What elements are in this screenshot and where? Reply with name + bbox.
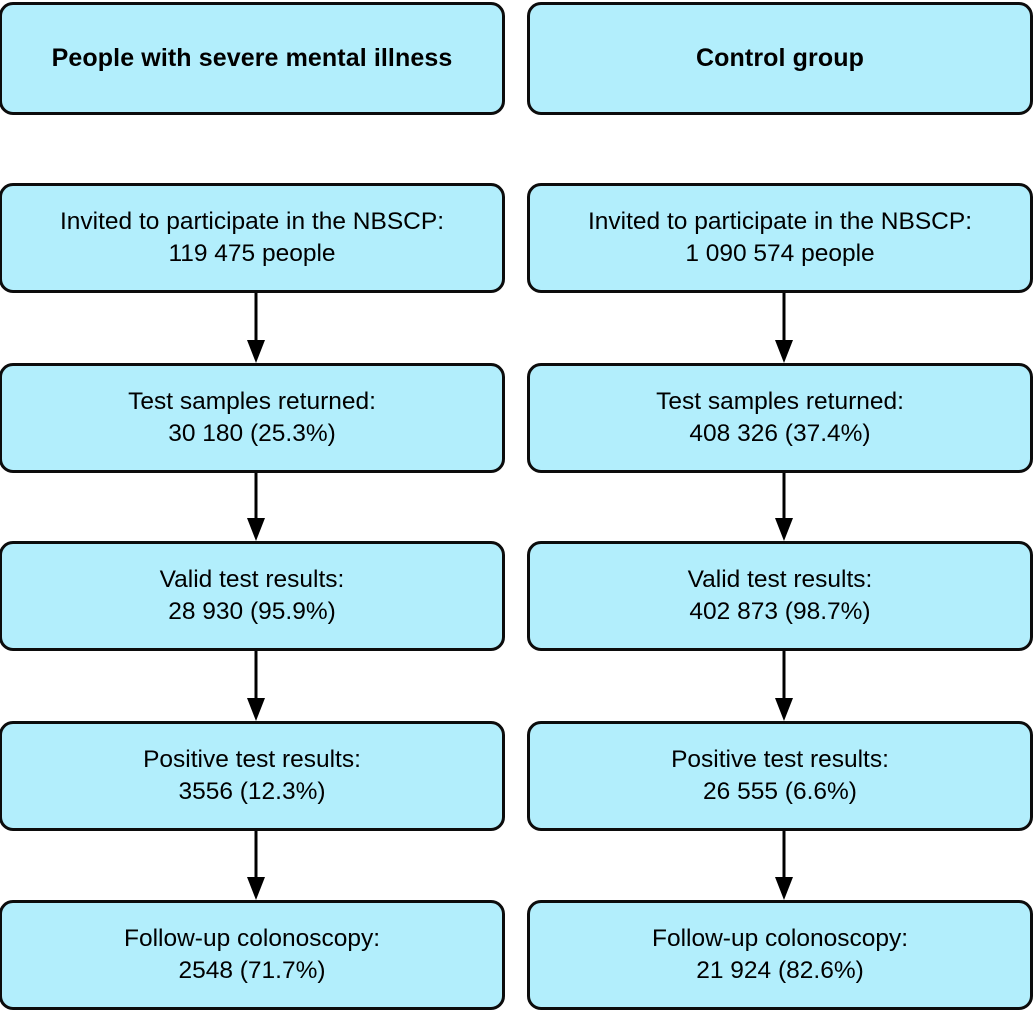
- node-samples-returned-left: Test samples returned: 30 180 (25.3%): [0, 363, 505, 473]
- node-value: 21 924 (82.6%): [696, 957, 864, 984]
- node-label: Invited to participate in the NBSCP:: [59, 208, 445, 236]
- node-value: 1 090 574 people: [685, 240, 875, 267]
- node-label: Test samples returned:: [128, 388, 376, 416]
- node-valid-results-right: Valid test results: 402 873 (98.7%): [527, 541, 1033, 651]
- node-label: Follow-up colonoscopy:: [123, 925, 381, 953]
- node-value: 2548 (71.7%): [178, 957, 326, 984]
- column-severe-mental-illness: People with severe mental illness Invite…: [0, 0, 507, 1015]
- arrow-invited-to-returned-left: [245, 293, 267, 363]
- node-value: 30 180 (25.3%): [168, 420, 336, 447]
- column-header-control-group: Control group: [527, 2, 1033, 115]
- arrow-positive-to-colonoscopy-left: [245, 831, 267, 900]
- node-positive-results-right: Positive test results: 26 555 (6.6%): [527, 721, 1033, 831]
- node-label: Test samples returned:: [656, 388, 904, 416]
- node-label: Valid test results:: [687, 566, 873, 594]
- node-value: 3556 (12.3%): [178, 778, 326, 805]
- column-header-label: Control group: [696, 44, 864, 73]
- column-header-severe-mental-illness: People with severe mental illness: [0, 2, 505, 115]
- arrow-valid-to-positive-left: [245, 651, 267, 721]
- arrow-valid-to-positive-right: [773, 651, 795, 721]
- column-control-group: Control group Invited to participate in …: [527, 0, 1034, 1015]
- node-valid-results-left: Valid test results: 28 930 (95.9%): [0, 541, 505, 651]
- arrow-invited-to-returned-right: [773, 293, 795, 363]
- node-colonoscopy-right: Follow-up colonoscopy: 21 924 (82.6%): [527, 900, 1033, 1010]
- node-value: 26 555 (6.6%): [703, 778, 857, 805]
- node-invited-right: Invited to participate in the NBSCP: 1 0…: [527, 183, 1033, 293]
- node-samples-returned-right: Test samples returned: 408 326 (37.4%): [527, 363, 1033, 473]
- node-positive-results-left: Positive test results: 3556 (12.3%): [0, 721, 505, 831]
- node-label: Follow-up colonoscopy:: [651, 925, 909, 953]
- arrow-returned-to-valid-left: [245, 473, 267, 541]
- node-value: 119 475 people: [168, 240, 336, 267]
- node-value: 408 326 (37.4%): [689, 420, 871, 447]
- column-header-label: People with severe mental illness: [51, 44, 453, 73]
- arrow-positive-to-colonoscopy-right: [773, 831, 795, 900]
- node-label: Positive test results:: [671, 746, 889, 774]
- node-value: 28 930 (95.9%): [168, 598, 336, 625]
- node-colonoscopy-left: Follow-up colonoscopy: 2548 (71.7%): [0, 900, 505, 1010]
- node-value: 402 873 (98.7%): [689, 598, 871, 625]
- arrow-returned-to-valid-right: [773, 473, 795, 541]
- node-label: Valid test results:: [159, 566, 345, 594]
- node-label: Invited to participate in the NBSCP:: [587, 208, 973, 236]
- node-invited-left: Invited to participate in the NBSCP: 119…: [0, 183, 505, 293]
- node-label: Positive test results:: [143, 746, 361, 774]
